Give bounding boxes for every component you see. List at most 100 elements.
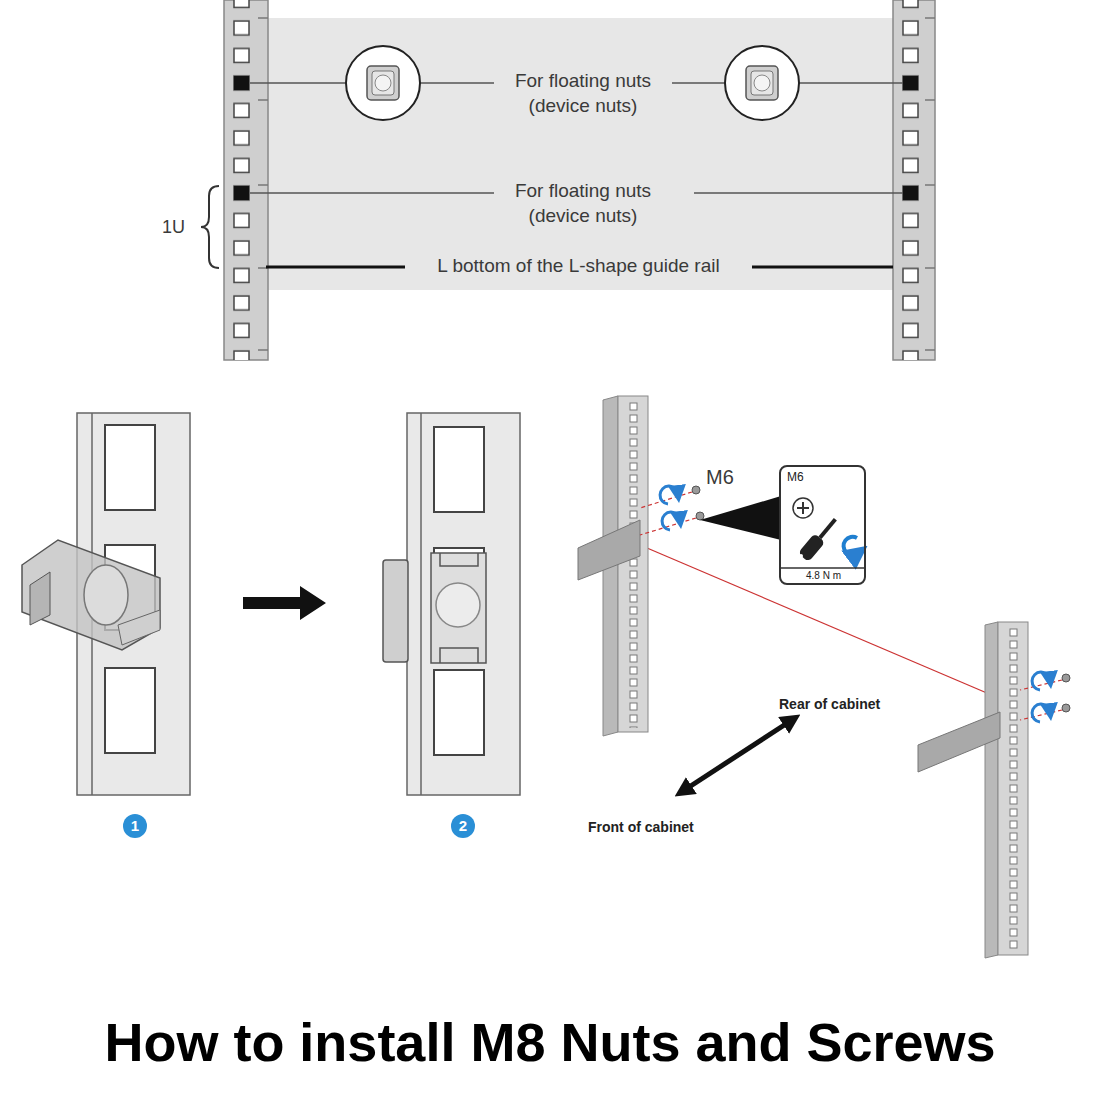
rotation-arrow — [1032, 672, 1050, 690]
rotation-arrow — [1032, 704, 1050, 722]
rail-holes — [893, 0, 935, 360]
callout-number: 2 — [451, 814, 475, 838]
leader-line — [420, 82, 494, 84]
nut-clip — [440, 648, 478, 663]
guide-rail-line — [752, 266, 893, 269]
square-hole — [434, 427, 484, 512]
left-rail — [224, 0, 268, 360]
rail-holes — [628, 400, 640, 728]
screw — [1062, 704, 1070, 712]
cage-nut-side — [383, 560, 408, 662]
icon-box: M6 4.8 N m — [779, 465, 866, 585]
cage-nut — [751, 71, 773, 95]
cage-nut — [746, 66, 778, 100]
square-hole — [105, 668, 155, 753]
nut-clip — [118, 610, 160, 645]
callout-text: For floating nuts (device nuts) — [498, 178, 668, 228]
rotation-arrow — [660, 486, 678, 504]
screwdriver-dot — [799, 554, 803, 558]
tick — [258, 17, 268, 19]
nut-callout — [725, 46, 799, 120]
tick — [258, 349, 268, 351]
front-rail — [618, 396, 648, 732]
callout-circle — [725, 46, 799, 120]
screw — [696, 512, 704, 520]
cage-nut-tilted — [22, 540, 160, 650]
tick — [258, 184, 268, 186]
torque-arrow — [844, 537, 858, 555]
leader-line — [250, 192, 494, 194]
nut-clip — [440, 553, 478, 566]
step-badge — [123, 814, 147, 838]
cage-nut — [372, 71, 394, 95]
step-badge — [451, 814, 475, 838]
phillips-cross — [802, 502, 804, 514]
screw-path — [1020, 680, 1062, 690]
nut-callout — [346, 46, 420, 120]
tick — [925, 17, 935, 19]
nut-thread — [436, 583, 480, 627]
rail-holes — [224, 0, 268, 360]
tick — [925, 99, 935, 101]
nut-hole — [903, 186, 918, 200]
screwdriver-shaft — [818, 518, 836, 539]
title: How to install M8 Nuts and Screws — [0, 1012, 1100, 1072]
rail-holes — [1008, 626, 1020, 952]
nut-hole — [234, 76, 249, 90]
pointer-wedge — [700, 496, 781, 540]
rear-rail-side — [985, 622, 998, 958]
rotation-arrow — [662, 512, 680, 530]
icon-separator — [781, 567, 864, 569]
part-label: M6 — [706, 466, 734, 489]
direction-label: Rear of cabinet — [779, 696, 880, 712]
nut-thread — [375, 75, 391, 91]
tick — [925, 349, 935, 351]
step-arrow — [243, 586, 326, 620]
device-panel — [266, 18, 894, 290]
leader-line — [250, 82, 346, 84]
leader-line — [694, 192, 903, 194]
nut-thread — [754, 75, 770, 91]
direction-arrow — [683, 720, 792, 791]
callout-text: L bottom of the L-shape guide rail — [395, 255, 762, 277]
u-ticks — [258, 18, 935, 350]
rail-strip — [407, 413, 520, 795]
size-label: M6 — [787, 470, 860, 484]
cage-nut — [431, 553, 486, 663]
leader-line — [672, 82, 725, 84]
cage-nut — [367, 66, 399, 100]
screws — [692, 486, 1070, 712]
screw-path — [640, 492, 692, 508]
tick — [925, 184, 935, 186]
callout-circle — [346, 46, 420, 120]
bracket — [918, 712, 1000, 772]
screw-path — [1020, 710, 1062, 720]
guide-rail-line — [266, 266, 405, 269]
leader-line — [799, 82, 903, 84]
torque-value: 4.8 N m — [787, 570, 860, 581]
square-hole — [434, 670, 484, 755]
brace — [201, 186, 219, 268]
screwdriver — [798, 515, 841, 562]
dimension-label: 1U — [162, 217, 185, 238]
screw — [692, 486, 700, 494]
nut-thread — [84, 565, 128, 625]
tick — [925, 267, 935, 269]
rear-rail — [998, 622, 1028, 955]
rail-flange — [420, 413, 422, 795]
tick — [258, 99, 268, 101]
screw — [1062, 674, 1070, 682]
screw-path — [640, 518, 696, 535]
bracket — [578, 520, 640, 580]
nut-hole — [903, 76, 918, 90]
nut-hole — [234, 186, 249, 200]
square-hole — [105, 425, 155, 510]
direction-label: Front of cabinet — [588, 819, 694, 835]
right-rail — [893, 0, 935, 360]
cage-nut-side — [30, 572, 50, 625]
callout-text: For floating nuts (device nuts) — [498, 68, 668, 118]
icon-background — [779, 465, 866, 585]
callout-number: 1 — [123, 814, 147, 838]
